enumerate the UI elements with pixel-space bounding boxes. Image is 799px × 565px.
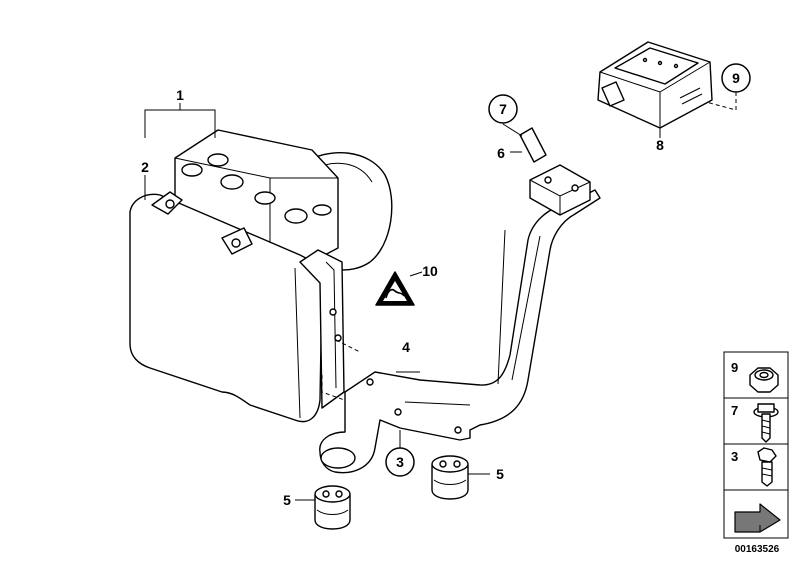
svg-text:7: 7 bbox=[731, 403, 738, 418]
svg-text:3: 3 bbox=[396, 454, 404, 470]
hex-bolt-washer-icon bbox=[753, 403, 779, 443]
callout-2: 2 bbox=[141, 159, 149, 175]
callout-1: 1 bbox=[176, 87, 184, 103]
legend-row-9: 9 bbox=[731, 360, 779, 393]
callout-10: 10 bbox=[422, 263, 438, 279]
svg-text:6: 6 bbox=[497, 145, 505, 161]
svg-text:10: 10 bbox=[422, 263, 438, 279]
reference-number: 00163526 bbox=[735, 544, 780, 555]
rubber-mount-left bbox=[314, 485, 351, 530]
legend-row-7: 7 bbox=[731, 403, 779, 443]
svg-text:7: 7 bbox=[499, 101, 507, 117]
yaw-rate-sensor bbox=[597, 41, 713, 129]
abs-bracket bbox=[319, 189, 601, 474]
svg-text:9: 9 bbox=[732, 70, 740, 86]
callout-3-circled: 3 bbox=[385, 447, 415, 477]
abs-hydraulic-unit bbox=[129, 129, 401, 423]
rubber-mount-right bbox=[431, 455, 469, 500]
svg-text:5: 5 bbox=[496, 466, 504, 482]
callout-6: 6 bbox=[497, 145, 505, 161]
callout-7-circled: 7 bbox=[488, 94, 518, 124]
svg-text:00163526: 00163526 bbox=[735, 544, 780, 555]
svg-text:3: 3 bbox=[731, 449, 738, 464]
callout-9-circled: 9 bbox=[721, 63, 751, 93]
callout-5-left: 5 bbox=[283, 492, 291, 508]
callout-4: 4 bbox=[402, 339, 410, 355]
hex-bolt-icon bbox=[757, 447, 777, 487]
callout-8: 8 bbox=[656, 137, 664, 153]
hex-nut-icon bbox=[749, 367, 779, 393]
callout-5-right: 5 bbox=[496, 466, 504, 482]
warning-triangle-icon bbox=[375, 271, 415, 306]
arrow-icon bbox=[734, 503, 781, 533]
svg-text:2: 2 bbox=[141, 159, 149, 175]
leader-lines bbox=[144, 92, 737, 501]
svg-text:5: 5 bbox=[283, 492, 291, 508]
svg-text:4: 4 bbox=[402, 339, 410, 355]
sensor-connector bbox=[519, 127, 591, 216]
legend-row-3: 3 bbox=[731, 447, 777, 487]
hardware-legend: 9 7 3 bbox=[723, 351, 789, 539]
svg-text:1: 1 bbox=[176, 87, 184, 103]
svg-text:9: 9 bbox=[731, 360, 738, 375]
svg-text:8: 8 bbox=[656, 137, 664, 153]
